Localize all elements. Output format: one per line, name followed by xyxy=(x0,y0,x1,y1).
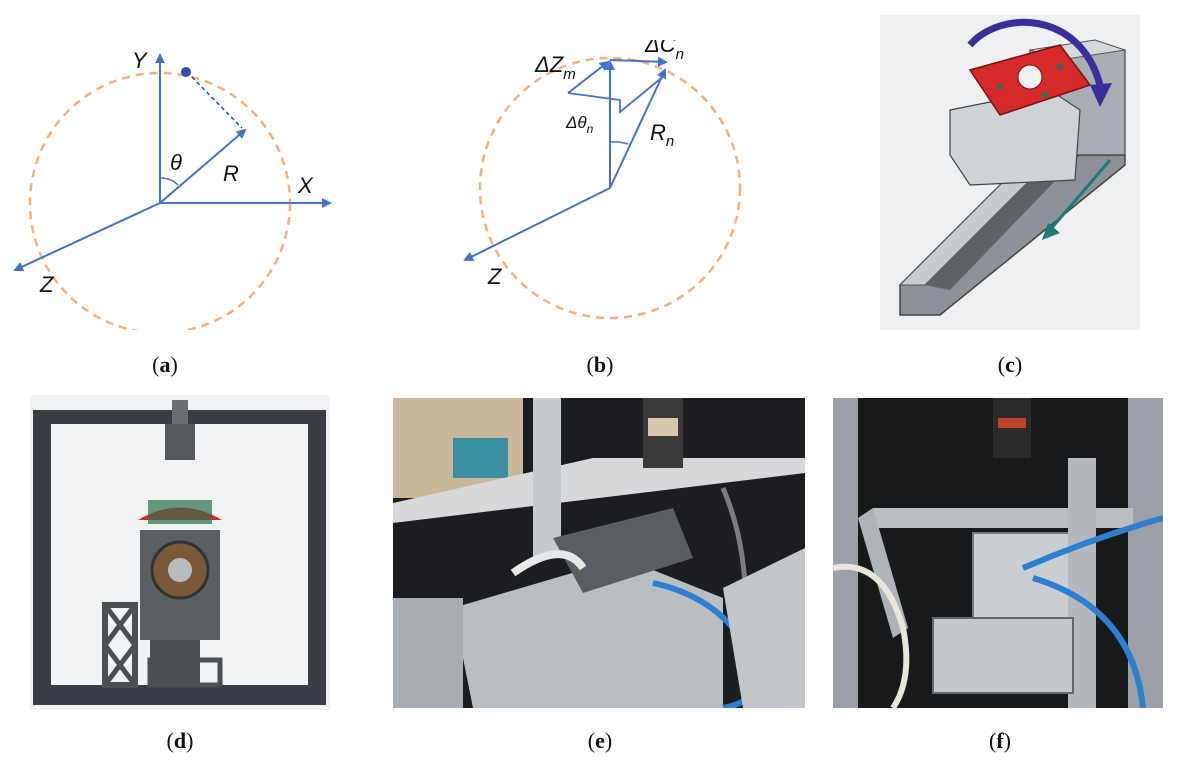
label-rn: Rn xyxy=(650,120,674,150)
panel-d-cad-front-view xyxy=(30,395,330,710)
frame-bottom-beam xyxy=(33,685,326,705)
label-z: Z xyxy=(39,272,55,297)
caption-e: (e) xyxy=(587,728,613,753)
projection-dashed-line xyxy=(186,71,243,129)
dtheta-arc xyxy=(609,141,629,145)
label-theta: θ xyxy=(170,150,182,175)
caption-b: (b) xyxy=(586,352,614,377)
label-dc: ΔCn xyxy=(644,40,684,63)
panel-b-increment-diagram: ΔZm ΔCn Δθn Rn Z xyxy=(463,40,742,320)
label-z: Z xyxy=(487,264,503,289)
label-dtheta: Δθn xyxy=(565,113,594,136)
dz-link xyxy=(567,74,666,114)
frame-left-post xyxy=(33,410,51,705)
caption-d: (d) xyxy=(166,728,194,753)
radius-vector xyxy=(159,128,247,204)
dc-vector xyxy=(609,56,668,67)
z-axis xyxy=(13,202,161,272)
caption-c: (c) xyxy=(997,352,1023,377)
frame-right-post xyxy=(308,410,326,705)
panel-e-photo xyxy=(393,398,805,708)
label-y: Y xyxy=(132,48,148,73)
caption-f: (f) xyxy=(989,728,1011,753)
dz-vector xyxy=(567,60,610,94)
rn-vector xyxy=(609,68,667,189)
label-r: R xyxy=(223,161,239,186)
slide-arrow xyxy=(1048,159,1112,231)
label-x: X xyxy=(297,173,314,198)
theta-arc xyxy=(159,177,179,186)
panel-a-coordinate-diagram: Y X Z θ R xyxy=(13,48,332,330)
camera xyxy=(165,424,195,460)
rotation-arrow xyxy=(967,18,1104,86)
point-marker xyxy=(181,67,191,77)
orange-dashed-circle xyxy=(478,56,742,320)
panel-f-photo xyxy=(833,398,1163,708)
label-dz: ΔZm xyxy=(534,52,576,83)
z-axis xyxy=(463,187,611,261)
caption-a: (a) xyxy=(152,352,178,377)
panel-c-cad-render xyxy=(880,15,1140,330)
